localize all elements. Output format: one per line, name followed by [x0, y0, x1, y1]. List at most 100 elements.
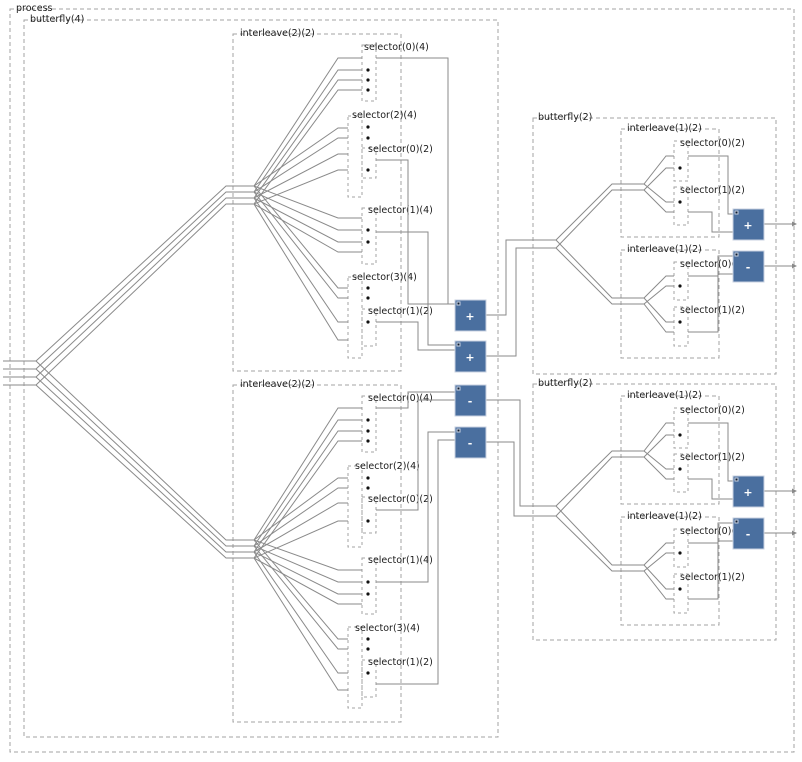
selector-box: selector(1)(2)	[673, 185, 745, 226]
selector-label: selector(1)(4)	[368, 205, 433, 216]
input-wire	[3, 197, 246, 378]
bb-interleave-1-group: interleave(1)(2)	[620, 390, 720, 505]
fanout-wire	[246, 539, 348, 640]
fanout-wire	[636, 297, 674, 323]
wire	[486, 247, 546, 357]
port-dot	[366, 88, 370, 92]
selector-label: selector(0)(2)	[368, 144, 433, 155]
selector-box: selector(0)(2)	[673, 259, 745, 301]
port-dot	[366, 68, 370, 72]
selector-label: selector(1)(2)	[680, 452, 745, 463]
add-operator[interactable]: +	[732, 475, 765, 508]
operator-symbol: +	[743, 486, 752, 499]
wire	[376, 231, 455, 346]
fanout-wire	[246, 419, 362, 547]
subtract-operator[interactable]: -	[732, 517, 765, 550]
input-wire	[35, 360, 246, 541]
fanout-wire	[246, 551, 348, 674]
port-dot	[678, 587, 682, 591]
selector-box: selector(0)(2)	[361, 144, 433, 179]
fanout-wire	[546, 247, 636, 305]
fanout-wire	[636, 167, 674, 191]
interleave-top-group: interleave(2)(2)	[232, 28, 402, 372]
add-operator[interactable]: +	[732, 208, 765, 241]
fanout-wire	[246, 477, 348, 541]
fanout-wire	[246, 487, 348, 547]
port-dot	[366, 286, 370, 290]
wire	[688, 478, 733, 500]
port-dot	[366, 671, 370, 675]
selector-box: selector(0)(4)	[361, 393, 433, 453]
subtract-operator[interactable]: -	[732, 250, 765, 283]
wire	[376, 321, 455, 351]
fanout-wire	[546, 239, 636, 299]
wire-layer	[3, 57, 797, 691]
fanout-wire	[246, 545, 348, 650]
butterfly2-top-label: butterfly(2)	[538, 112, 592, 123]
fanout-wire	[546, 189, 636, 249]
port-dot	[366, 592, 370, 596]
port-dot	[678, 320, 682, 324]
selector-label: selector(0)(4)	[368, 393, 433, 404]
fanout-wire	[546, 515, 636, 572]
wire	[376, 57, 455, 305]
fanout-wire	[636, 303, 674, 333]
port-dot	[366, 125, 370, 129]
fanout-wire	[636, 456, 674, 480]
selector-label: selector(3)(4)	[352, 272, 417, 283]
port-dot	[366, 418, 370, 422]
selector-label: selector(0)(4)	[364, 42, 429, 53]
selector-label: selector(0)(2)	[680, 526, 745, 537]
bt-interleave-1-label: interleave(1)(2)	[627, 123, 702, 134]
add-operator[interactable]: +	[454, 340, 487, 373]
subtract-operator[interactable]: -	[454, 426, 487, 459]
selector-label: selector(1)(4)	[368, 555, 433, 566]
fanout-wire	[636, 450, 674, 470]
add-operator[interactable]: +	[454, 299, 487, 332]
selector-box: selector(0)(2)	[673, 526, 745, 568]
selector-label: selector(0)(2)	[680, 259, 745, 270]
port-dot	[366, 136, 370, 140]
fanout-wire	[636, 570, 674, 600]
selector-label: selector(1)(2)	[680, 305, 745, 316]
fanout-wire	[246, 440, 362, 559]
subtract-operator[interactable]: -	[454, 384, 487, 417]
process-group: process	[9, 3, 795, 753]
port-dot	[366, 168, 370, 172]
fanout-wire	[636, 183, 674, 203]
wire	[486, 399, 546, 507]
operator-symbol: -	[746, 528, 751, 541]
bt-interleave-2-label: interleave(1)(2)	[627, 244, 702, 255]
selector-label: selector(1)(2)	[680, 185, 745, 196]
selector-label: selector(2)(4)	[355, 461, 420, 472]
selector-box: selector(1)(2)	[673, 572, 745, 614]
selector-label: selector(0)(2)	[680, 405, 745, 416]
input-wire	[35, 384, 246, 559]
selector-box: selector(1)(4)	[361, 555, 433, 615]
port-dot	[366, 486, 370, 490]
port-dot	[366, 637, 370, 641]
fanout-wire	[546, 456, 636, 517]
interleave-bottom-label: interleave(2)(2)	[240, 379, 315, 390]
operator-symbol: +	[465, 310, 474, 323]
input-wire	[3, 203, 246, 386]
fanout-wire	[246, 502, 348, 553]
port-dot	[366, 78, 370, 82]
wire	[376, 439, 455, 685]
fanout-wire	[246, 197, 348, 323]
fanout-wire	[636, 422, 674, 452]
selector-label: selector(2)(4)	[352, 110, 417, 121]
port-dot	[366, 228, 370, 232]
fanout-wire	[636, 189, 674, 213]
operator-symbol: -	[468, 437, 473, 450]
selector-box: selector(0)(4)	[361, 42, 429, 102]
input-wire	[3, 191, 246, 370]
process-label: process	[16, 3, 53, 14]
fanout-wire	[246, 407, 362, 541]
operator-symbol: -	[468, 395, 473, 408]
input-wire	[3, 185, 246, 362]
port-dot	[366, 580, 370, 584]
fanout-wire	[636, 564, 674, 590]
wire	[688, 273, 733, 333]
